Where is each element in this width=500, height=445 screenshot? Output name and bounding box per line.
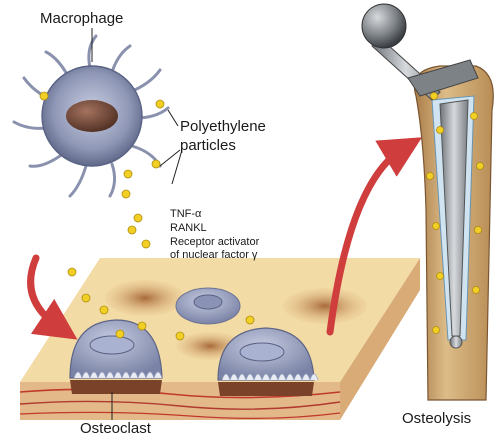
resorption-pit [105, 280, 185, 316]
osteoclast-label: Osteoclast [80, 420, 151, 437]
arrow-to-osteoclast [27, 254, 78, 340]
osteolysis-label: Osteolysis [402, 410, 472, 427]
osteoclast-cell [69, 319, 163, 394]
macrophage-nucleus [66, 100, 118, 132]
osteoclast-precursor-cell [175, 287, 241, 325]
osteoclast-cell [217, 327, 319, 396]
cytokine-label-tnf: TNF-α [170, 208, 202, 220]
polyethylene-label: Polyethylene [180, 118, 266, 135]
cytokine-label-receptor: Receptor activator [170, 236, 260, 248]
polyethylene-leader-lines [159, 109, 183, 185]
particles-label: particles [180, 137, 236, 154]
prosthesis-head [361, 3, 479, 101]
macrophage-label: Macrophage [40, 10, 124, 27]
arrow-to-osteolysis [326, 137, 423, 336]
polyethylene-particles [39, 91, 484, 341]
resorption-pit [283, 288, 367, 324]
cytokine-label-rankl: RANKL [170, 222, 207, 234]
cytokine-label-nuclear-factor: of nuclear factor γ [170, 249, 258, 261]
femur-with-implant [413, 65, 494, 401]
